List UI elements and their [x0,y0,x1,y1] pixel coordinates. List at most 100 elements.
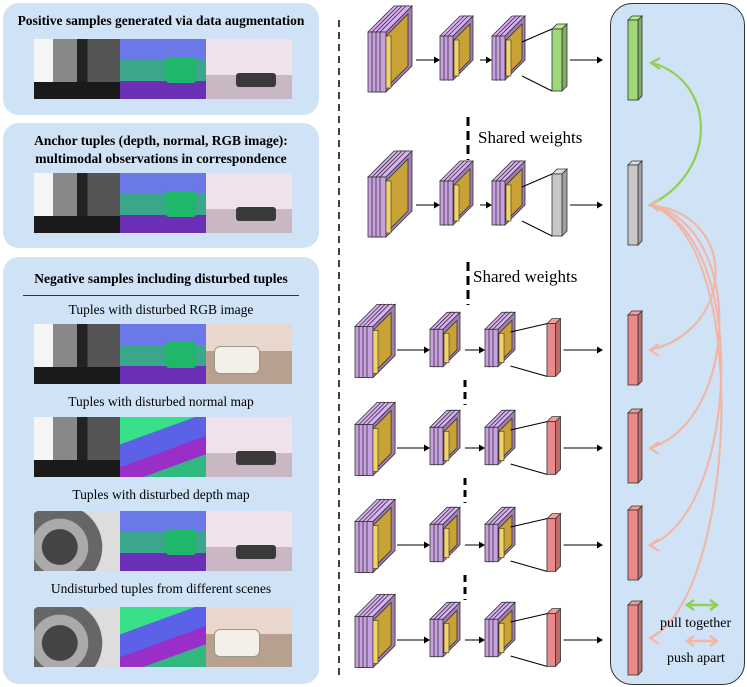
depth-image [34,173,120,233]
legend-pull-arrowhead [709,599,720,611]
embedding-bar-front [627,412,639,484]
conv3-kernel-front [498,430,505,461]
conv1-slab-front [366,424,374,476]
depth-image [34,324,120,384]
feature-vector-side [555,607,561,668]
conv3-slab-front [499,35,506,81]
normal-image [120,39,206,99]
push-arrowhead [648,631,660,645]
push-arrowhead [648,343,660,357]
conv2-slab-front [447,180,454,226]
embedding-bar-side [637,160,643,246]
feature-vector-side [555,317,561,378]
subtitle-disturbed-depth: Tuples with disturbed depth map [72,487,250,502]
feature-vector-front [551,173,563,237]
conv1-kernel-front [372,330,379,374]
rgb-image [206,511,292,571]
embedding-bar-side [637,15,643,101]
feature-vector-front [551,28,563,92]
tuple-different-scenes [34,607,292,667]
embedding-bar-side [637,408,643,484]
anchor-tuple [34,173,292,233]
feature-vector-front [546,421,556,475]
output-arrowhead [597,636,603,644]
connector-arrowhead [434,56,440,64]
feature-vector-side [555,415,561,476]
conv1-kernel-front [372,525,379,569]
conv2-slab-front [437,523,444,563]
embedding-bar-side [637,505,643,581]
embedding-bar-front [627,164,639,246]
tuple-disturbed-rgb [34,324,292,384]
output-arrowhead [597,346,603,354]
conv3-slab-front [492,328,499,368]
conv1-kernel-front [372,428,379,472]
feature-vector-front [546,323,556,377]
conv3-slab-front [492,523,499,563]
positive-samples-title: Positive samples generated via data augm… [17,13,305,28]
conv2-slab-front [447,35,454,81]
conv3-slab-front [499,180,506,226]
embedding-bar-side [637,600,643,676]
conv2-kernel-front [453,184,460,222]
conv3-kernel-front [505,39,512,77]
conv2-kernel-front [443,430,450,461]
negative-samples-panel: Negative samples including disturbed tup… [3,257,319,684]
negative-samples-title: Negative samples including disturbed tup… [34,271,288,286]
depth-image [34,39,120,99]
conv1-kernel-front [385,35,392,89]
normal-image [120,511,206,571]
normal-image [120,417,206,477]
conv2-slab-front [437,618,444,658]
conv2-kernel-front [443,527,450,558]
conv1-kernel-front [372,620,379,664]
legend-push-arrowhead [709,635,720,647]
shared-weights-label-2: Shared weights [473,267,578,286]
legend-push-label: push apart [667,651,725,666]
fan-line [510,421,548,431]
shared-weights-label-1: Shared weights [478,128,583,147]
separator-line [338,20,340,680]
normal-image [120,173,206,233]
conv3-slab-front [492,618,499,658]
depth-image [34,511,120,571]
push-arrowhead [648,441,660,455]
legend-pull-label: pull together [660,616,732,631]
subtitle-disturbed-normal: Tuples with disturbed normal map [68,394,254,409]
positive-samples-panel: Positive samples generated via data augm… [3,3,319,115]
conv2-slab-front [437,426,444,466]
conv2-kernel-front [453,39,460,77]
output-arrowhead [597,56,603,64]
normal-image [120,607,206,667]
output-arrowhead [597,541,603,549]
fan-line [510,518,548,528]
tuple-disturbed-normal [34,417,292,477]
conv3-kernel-front [498,332,505,363]
fan-line [510,655,548,667]
connector-arrowhead [479,346,485,354]
connector-arrowhead [486,56,492,64]
pull-arrowhead [648,57,661,70]
feature-vector-side [555,512,561,573]
embedding-bar-front [627,509,639,581]
depth-image [34,417,120,477]
embedding-bar-front [627,19,639,101]
anchor-tuples-panel: Anchor tuples (depth, normal, RGB image)… [3,123,319,248]
push-apart-arrow [649,204,717,351]
divider [23,295,299,296]
connector-arrowhead [424,636,430,644]
rgb-image [206,417,292,477]
tuple-disturbed-depth [34,511,292,571]
conv1-slab-front [366,326,374,378]
anchor-title-line2: multimodal observations in correspondenc… [35,151,287,166]
conv2-kernel-front [443,332,450,363]
fan-line [510,323,548,333]
subtitle-different-scenes: Undisturbed tuples from different scenes [50,581,272,596]
pull-together-arrow [649,61,702,206]
fan-line [510,560,548,572]
rgb-image [206,173,292,233]
conv1-slab-front [366,616,374,668]
fan-line [521,173,553,188]
connector-arrowhead [434,201,440,209]
fan-line [510,463,548,475]
